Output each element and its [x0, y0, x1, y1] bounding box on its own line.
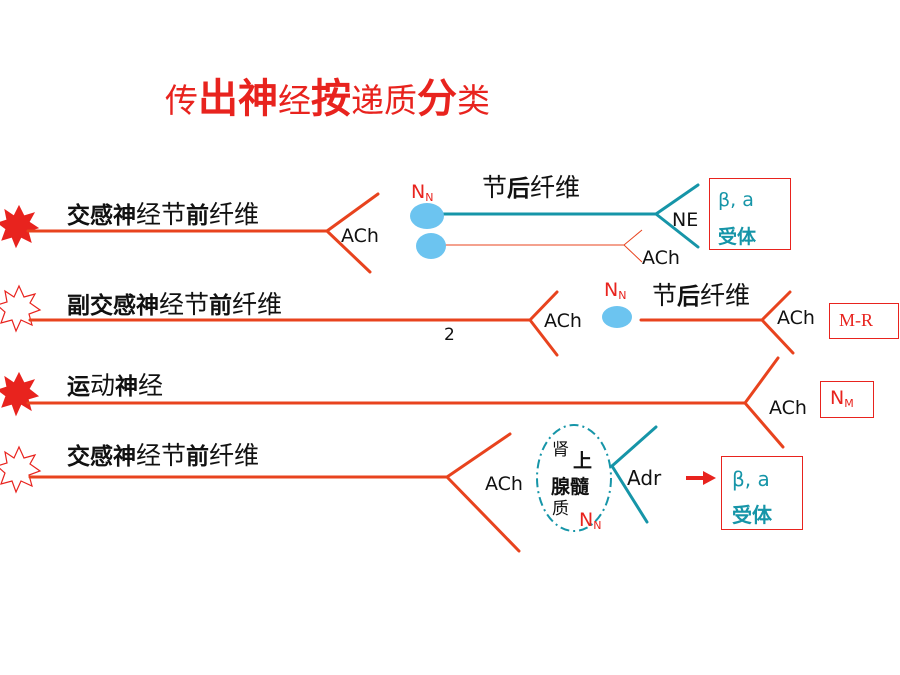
postganglionic-label-2: 节后纤维 [652, 276, 750, 312]
adrenal-release-fiber [610, 425, 658, 524]
nn-receptor-blob-1 [410, 203, 444, 229]
adrenal-segment: 肾 [552, 440, 569, 460]
row-label-sympathetic-2: 交感神经节前纤维 [67, 436, 259, 472]
label-segment: 副交感神 [67, 293, 159, 319]
adrenal-line-1: 肾 [552, 435, 569, 460]
postganglionic-label-1: 节后纤维 [482, 168, 580, 204]
label-segment: 前 [209, 293, 233, 319]
title-char: 出 [198, 76, 238, 122]
stimulus-burst-2 [0, 284, 42, 333]
sympathetic-preganglionic-fiber [26, 192, 380, 274]
label-segment: 经节 [136, 441, 187, 470]
label-segment: 节 [482, 173, 508, 202]
label-segment: 经 [138, 371, 164, 400]
row-label-parasympathetic: 副交感神经节前纤维 [67, 285, 282, 321]
title-char: 类 [457, 81, 490, 120]
label-segment: 经节 [136, 200, 187, 229]
title-char: 神 [238, 76, 278, 122]
m-receptor-box: M-R [829, 303, 899, 339]
stimulus-burst-1 [0, 204, 40, 249]
nn-label-2: NN [604, 279, 627, 302]
label-segment: 后 [677, 284, 701, 310]
ach-label-sweat: ACh [642, 247, 680, 269]
adrenal-segment: 上 [573, 450, 593, 472]
beta-alpha-receptor-box-2: β, a 受体 [721, 456, 803, 530]
adrenal-medulla-outline [536, 424, 612, 532]
title-char: 经 [278, 81, 311, 120]
page-title: 传出神经按递质分类 [165, 66, 490, 124]
label-segment: 前 [186, 203, 210, 229]
adr-label: Adr [627, 466, 662, 490]
label-segment: 交感神 [67, 444, 136, 470]
nn-receptor-blob-3 [602, 306, 632, 328]
label-segment: 动 [90, 371, 116, 400]
label-segment: 纤维 [209, 200, 260, 229]
m-receptor-label: M-R [839, 310, 874, 330]
nn-receptor-blob-2 [416, 233, 446, 259]
sympathetic-postganglionic-fiber [438, 183, 700, 249]
stimulus-burst-4 [0, 445, 42, 494]
row-label-motor: 运动神经 [67, 366, 163, 402]
receptor-name-2: 受体 [732, 503, 772, 527]
ach-label-parasym-post: ACh [777, 307, 815, 329]
adrenal-line-3: 腺髓 [551, 472, 589, 499]
adrenal-line-2: 上 [573, 446, 592, 473]
stimulus-burst-3 [0, 371, 40, 417]
ach-label-row4: ACh [485, 473, 523, 495]
nn-label-3: NN [579, 509, 602, 532]
receptor-name-1: 受体 [718, 226, 757, 248]
title-char: 递 [351, 81, 384, 120]
nm-receptor-box: NM [820, 381, 874, 418]
beta-alpha-receptor-box-1: β, a 受体 [709, 178, 791, 250]
ach-label-row1: ACh [341, 225, 379, 247]
adrenal-segment: 腺髓 [551, 476, 590, 498]
adrenal-segment: 质 [552, 499, 569, 519]
label-segment: 前 [186, 444, 210, 470]
nm-receptor-label: NM [830, 387, 854, 410]
receptor-greek-2: β, a [732, 467, 770, 491]
label-segment: 经节 [159, 290, 210, 319]
adrenal-arrow [686, 471, 716, 485]
title-char: 按 [311, 76, 351, 122]
sympathetic-sweat-fiber [440, 229, 643, 263]
ach-label-row2: ACh [544, 310, 582, 332]
row2-number: 2 [444, 325, 455, 345]
label-segment: 后 [507, 176, 531, 202]
row-label-sympathetic-1: 交感神经节前纤维 [67, 195, 259, 231]
ach-label-motor: ACh [769, 397, 807, 419]
receptor-greek-1: β, a [718, 189, 754, 211]
parasympathetic-postganglionic-fiber [639, 290, 795, 355]
label-segment: 神 [115, 374, 139, 400]
motor-nerve-fiber [26, 356, 785, 449]
label-segment: 节 [652, 281, 678, 310]
title-char: 分 [417, 76, 457, 122]
parasympathetic-preganglionic-fiber [28, 290, 559, 357]
adrenal-preganglionic-fiber [28, 432, 521, 553]
label-segment: 纤维 [700, 281, 751, 310]
label-segment: 纤维 [232, 290, 283, 319]
adrenal-line-4: 质 [552, 494, 569, 519]
label-segment: 纤维 [209, 441, 260, 470]
label-segment: 运 [67, 374, 90, 400]
label-segment: 纤维 [530, 173, 581, 202]
nn-label-1: NN [411, 181, 434, 204]
label-segment: 交感神 [67, 203, 136, 229]
title-char: 传 [165, 81, 198, 120]
ne-label: NE [672, 209, 699, 231]
title-char: 质 [384, 81, 417, 120]
